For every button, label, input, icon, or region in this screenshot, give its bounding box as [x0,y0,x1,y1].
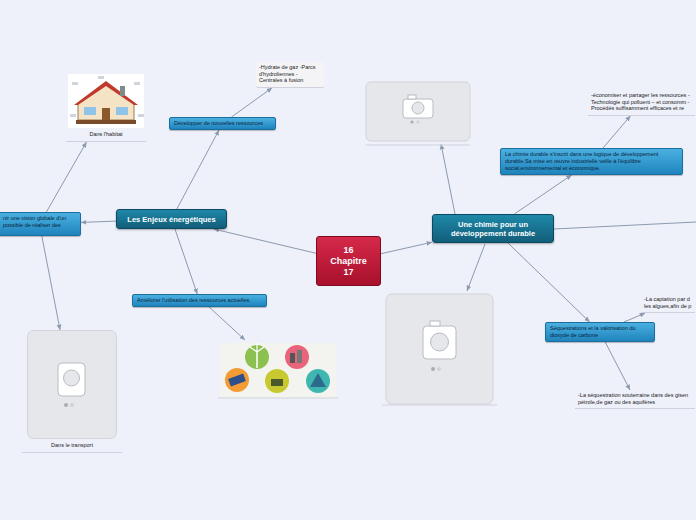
energy-icons [218,343,338,398]
main-topic: Une chimie pour un développement durable [432,214,554,243]
connector [381,242,432,253]
subtopic-bar: Séquestrations et la valorisation du dio… [545,322,655,342]
image-placeholder [382,294,497,405]
subtopic-bar: nir une vision globale d'un possible de … [0,212,81,236]
connector [605,342,630,390]
connector [81,221,116,222]
subtopic-bar: Développer de nouvelles ressources [169,117,276,130]
subtopic-bar: La chimie durable s'inscrit dans une log… [500,148,683,175]
note-text: -économiser et partager les ressources -… [588,90,695,116]
note-text: -La captation par d les algues,afin de p [641,294,695,313]
connector [232,88,273,117]
connector [46,142,86,212]
node-text: -économiser et partager les ressources -… [591,92,692,112]
node-text: 16 Chapitre 17 [327,245,371,278]
node-text: Dans le transport [22,442,122,449]
connector [624,313,645,322]
note-text: -Hydrate de gaz -Parcs d'hydroliennes -C… [256,62,324,88]
house-picture [68,74,144,128]
node-text: Dans l'habitat [66,131,146,138]
node-text: -La séquestration souterraine dans des g… [578,392,692,405]
image-placeholder [27,330,117,439]
subtopic-bar: Améliorer l'utilisation des ressources a… [132,294,267,307]
connector [177,130,219,209]
connector [508,243,590,322]
connector [214,229,316,253]
node-text: Améliorer l'utilisation des ressources a… [137,297,262,304]
connector [603,116,630,148]
node-text: La chimie durable s'inscrit dans une log… [505,151,678,172]
node-text: Une chimie pour un développement durable [438,220,548,238]
image-placeholder [366,82,470,145]
main-topic: Les Enjeux énergétiques [116,209,227,229]
image-caption: Dans le transport [22,330,122,453]
node-text: -Hydrate de gaz -Parcs d'hydroliennes -C… [259,64,321,84]
node-text: Développer de nouvelles ressources [174,120,271,127]
connector [42,236,60,330]
connector [514,175,571,214]
image-caption: Dans l'habitat [66,74,146,142]
connector [175,229,197,294]
node-text: nir une vision globale d'un possible de … [3,215,76,229]
note-text: -La séquestration souterraine dans des g… [575,390,695,409]
node-text: Les Enjeux énergétiques [127,215,215,224]
node-text: Séquestrations et la valorisation du dio… [550,325,650,339]
node-text: -La captation par d les algues,afin de p [644,296,692,309]
central-topic: 16 Chapitre 17 [316,236,381,286]
